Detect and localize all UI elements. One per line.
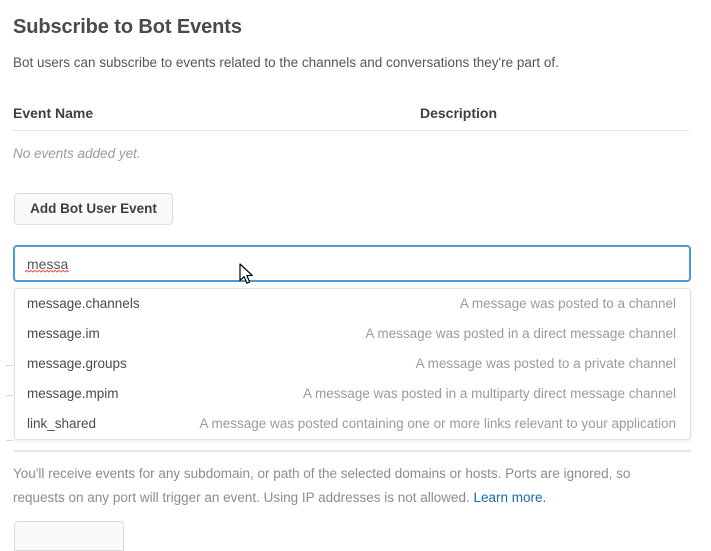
dropdown-option[interactable]: message.mpim A message was posted in a m…: [15, 379, 690, 409]
dropdown-option[interactable]: message.channels A message was posted to…: [15, 289, 690, 319]
learn-more-link[interactable]: Learn more.: [473, 490, 547, 505]
table-header-divider: [13, 130, 690, 131]
event-suggestions-dropdown[interactable]: message.channels A message was posted to…: [14, 288, 691, 440]
event-search-input[interactable]: [13, 245, 691, 282]
add-bot-user-event-button[interactable]: Add Bot User Event: [14, 193, 173, 225]
dropdown-option-description: A message was posted containing one or m…: [199, 416, 676, 431]
dropdown-option-description: A message was posted in a direct message…: [365, 326, 676, 341]
dropdown-option[interactable]: message.im A message was posted in a dir…: [15, 319, 690, 349]
dropdown-option-name: message.channels: [27, 296, 140, 311]
bottom-partial-button[interactable]: [14, 521, 124, 551]
dropdown-option-name: message.mpim: [27, 386, 119, 401]
footer-help-text: You'll receive events for any subdomain,…: [13, 462, 683, 510]
empty-state-message: No events added yet.: [13, 146, 141, 161]
footer-divider: [14, 450, 691, 452]
event-search-combobox[interactable]: [13, 245, 691, 282]
underlying-content-peek: [6, 440, 13, 441]
page-subtitle: Bot users can subscribe to events relate…: [13, 55, 559, 70]
dropdown-option-description: A message was posted to a channel: [459, 296, 676, 311]
column-header-description: Description: [420, 105, 498, 121]
column-header-event-name: Event Name: [13, 105, 94, 121]
dropdown-option-name: message.im: [27, 326, 100, 341]
dropdown-option[interactable]: message.groups A message was posted to a…: [15, 349, 690, 379]
dropdown-option-description: A message was posted to a private channe…: [415, 356, 676, 371]
dropdown-option-description: A message was posted in a multiparty dir…: [303, 386, 676, 401]
underlying-content-peek: [6, 395, 13, 396]
dropdown-option-name: message.groups: [27, 356, 127, 371]
page-title: Subscribe to Bot Events: [13, 16, 242, 38]
footer-help-sentence: You'll receive events for any subdomain,…: [13, 466, 631, 505]
subscribe-bot-events-page: Subscribe to Bot Events Bot users can su…: [6, 16, 691, 551]
dropdown-option[interactable]: link_shared A message was posted contain…: [15, 409, 690, 439]
dropdown-option-name: link_shared: [27, 416, 97, 431]
underlying-content-peek: [6, 365, 13, 366]
